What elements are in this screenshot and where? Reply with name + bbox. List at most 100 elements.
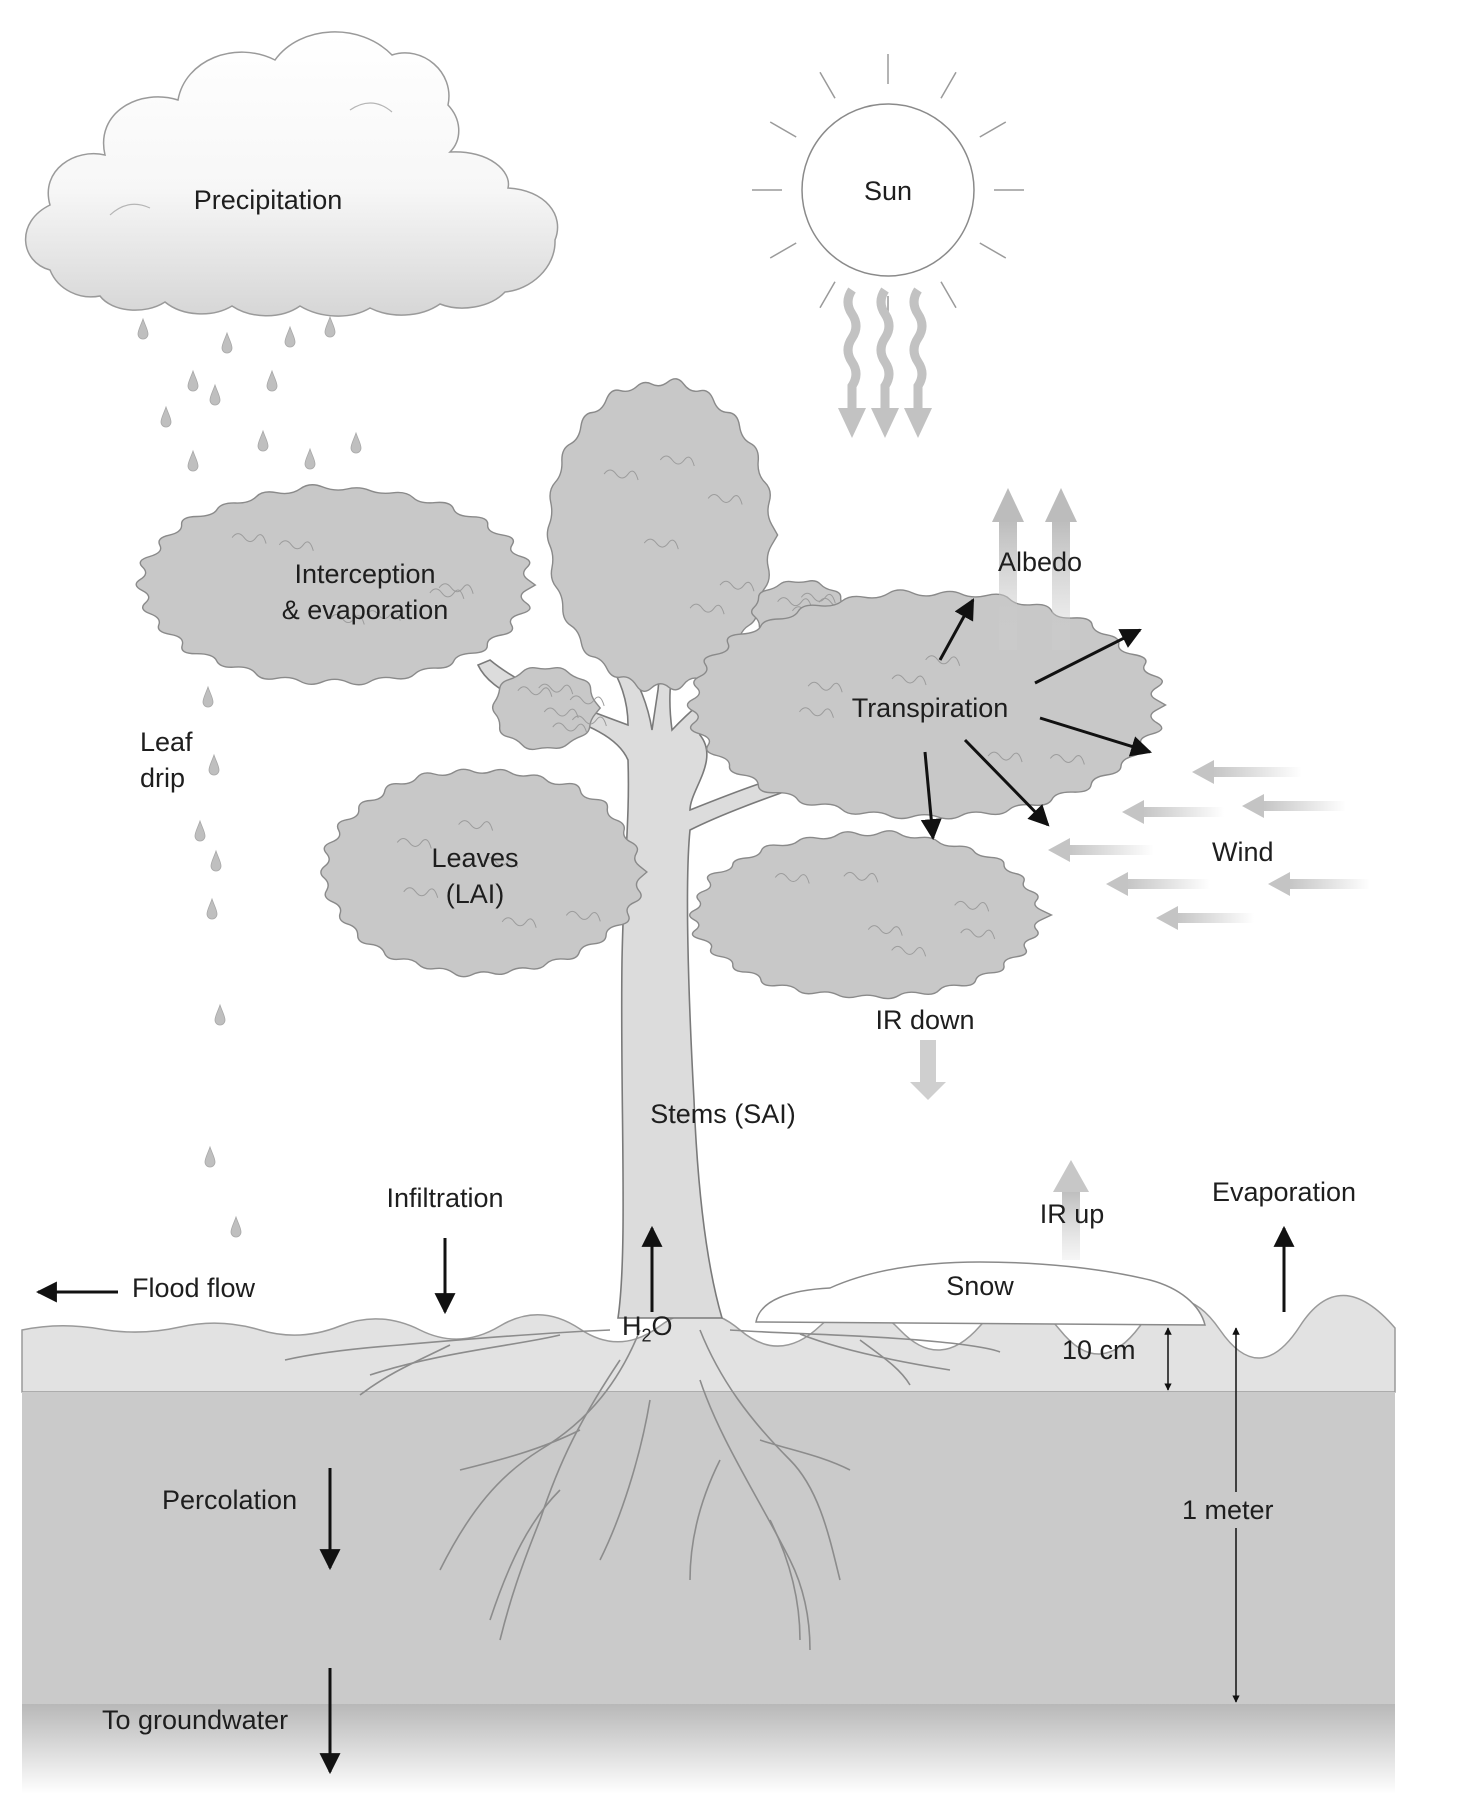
wind-arrow-shaft (1068, 845, 1154, 855)
ir-up-arrow (1053, 1160, 1089, 1260)
foliage-clusters (135, 378, 1167, 1000)
crown-small-left (491, 666, 602, 751)
raindrop (266, 369, 278, 392)
wind-arrow-shaft (1176, 913, 1254, 923)
raindrop (257, 429, 269, 452)
snow-label: Snow (946, 1271, 1014, 1301)
leaf-texture (777, 597, 813, 608)
water-flux-arrows (35, 1225, 1295, 1775)
leaf-texture (891, 674, 927, 686)
crown-interception (135, 484, 537, 686)
sun-label: Sun (863, 176, 913, 206)
leaf-texture (458, 820, 494, 831)
wind-arrow-head (1192, 760, 1214, 784)
leaf-texture (329, 614, 365, 625)
raindrop (230, 1215, 242, 1238)
ten-cm-label: 10 cm (1062, 1335, 1136, 1365)
raindrop (221, 331, 233, 354)
raindrop (324, 315, 336, 338)
raindrop (304, 447, 316, 470)
sun-ray (940, 281, 957, 309)
sun-ray (819, 71, 836, 99)
raindrop (209, 383, 221, 406)
transpiration-arrows (920, 598, 1153, 841)
raindrop (208, 753, 220, 776)
deep-soil-layer (22, 1392, 1395, 1704)
interception-label: Interception & evaporation (281, 559, 449, 625)
h2o-label-h: H (622, 1311, 642, 1341)
groundwater-layer (22, 1704, 1395, 1794)
wind-arrow-head (1106, 872, 1128, 896)
sun-shape (752, 54, 1024, 326)
leaf-texture (954, 900, 990, 912)
raindrop (284, 325, 296, 348)
leaf-texture (774, 873, 810, 884)
h2o-label-sub: 2 (641, 1325, 652, 1346)
crown-lower-right (688, 830, 1054, 1000)
leaf-texture (365, 610, 401, 621)
leaf-texture (689, 603, 725, 615)
one-meter-label: 1 meter (1182, 1492, 1274, 1528)
wind-arrow-shaft (1126, 879, 1210, 889)
crown-leaves (320, 768, 648, 978)
transpiration-label: Transpiration (851, 693, 1009, 723)
sun-ray (769, 242, 797, 259)
h2o-label-o: O (651, 1311, 673, 1341)
leaf-texture (396, 837, 432, 849)
precipitation-label: Precipitation (193, 185, 343, 215)
leaf-texture (565, 910, 601, 922)
leaf-texture (278, 540, 314, 551)
wind-arrow-shaft (1142, 807, 1224, 817)
albedo-label: Albedo (997, 547, 1083, 577)
raindrop (187, 449, 199, 472)
wind-arrows (1048, 760, 1370, 930)
raindrop (202, 685, 214, 708)
raindrop (214, 1003, 226, 1026)
wind-arrow-head (1242, 794, 1264, 818)
raindrop (187, 369, 199, 392)
solar-radiation-arrows (838, 287, 932, 438)
leaf-texture (891, 945, 927, 957)
leaf-texture (707, 493, 743, 505)
leaf-texture (843, 871, 879, 883)
leaf-texture (403, 887, 439, 898)
sun-ray (979, 242, 1007, 259)
leaf-texture (603, 469, 639, 481)
leaf-texture (569, 695, 605, 707)
raindrop (206, 897, 218, 920)
flood-flow-label: Flood flow (132, 1273, 256, 1303)
wind-arrow-shaft (1212, 767, 1302, 777)
snow-mound (755, 1261, 1206, 1326)
sun-ray (979, 121, 1007, 138)
leaf-texture (867, 925, 903, 936)
wind-arrow-head (1048, 838, 1070, 862)
ir-up-label: IR up (1039, 1199, 1105, 1229)
to-groundwater-label: To groundwater (102, 1705, 289, 1735)
raindrop (137, 317, 149, 340)
stems-label: Stems (SAI) (650, 1099, 796, 1129)
leaf-texture (643, 538, 679, 550)
infiltration-label: Infiltration (386, 1183, 504, 1213)
albedo-arrows (992, 488, 1077, 650)
raindrop (210, 849, 222, 872)
leaf-texture (501, 917, 537, 928)
tree-trunk (476, 613, 819, 1319)
ir-down-label: IR down (875, 1005, 975, 1035)
cloud-shape (24, 31, 559, 317)
leaf-texture (517, 686, 553, 697)
leaf-texture (483, 857, 519, 868)
ir-down-arrow (910, 1040, 946, 1100)
h2o-label: H2O (622, 1308, 673, 1353)
wind-arrow-head (1122, 800, 1144, 824)
wind-arrow-shaft (1262, 801, 1346, 811)
raindrop (204, 1145, 216, 1168)
leaf-texture (807, 681, 843, 693)
tree-roots (284, 1329, 1001, 1651)
leaf-texture (438, 583, 474, 594)
leaf-texture (538, 683, 574, 695)
sun-ray (769, 121, 797, 138)
leaf-texture (960, 928, 996, 940)
leaf-texture (659, 455, 695, 467)
leaf-texture (925, 655, 961, 666)
